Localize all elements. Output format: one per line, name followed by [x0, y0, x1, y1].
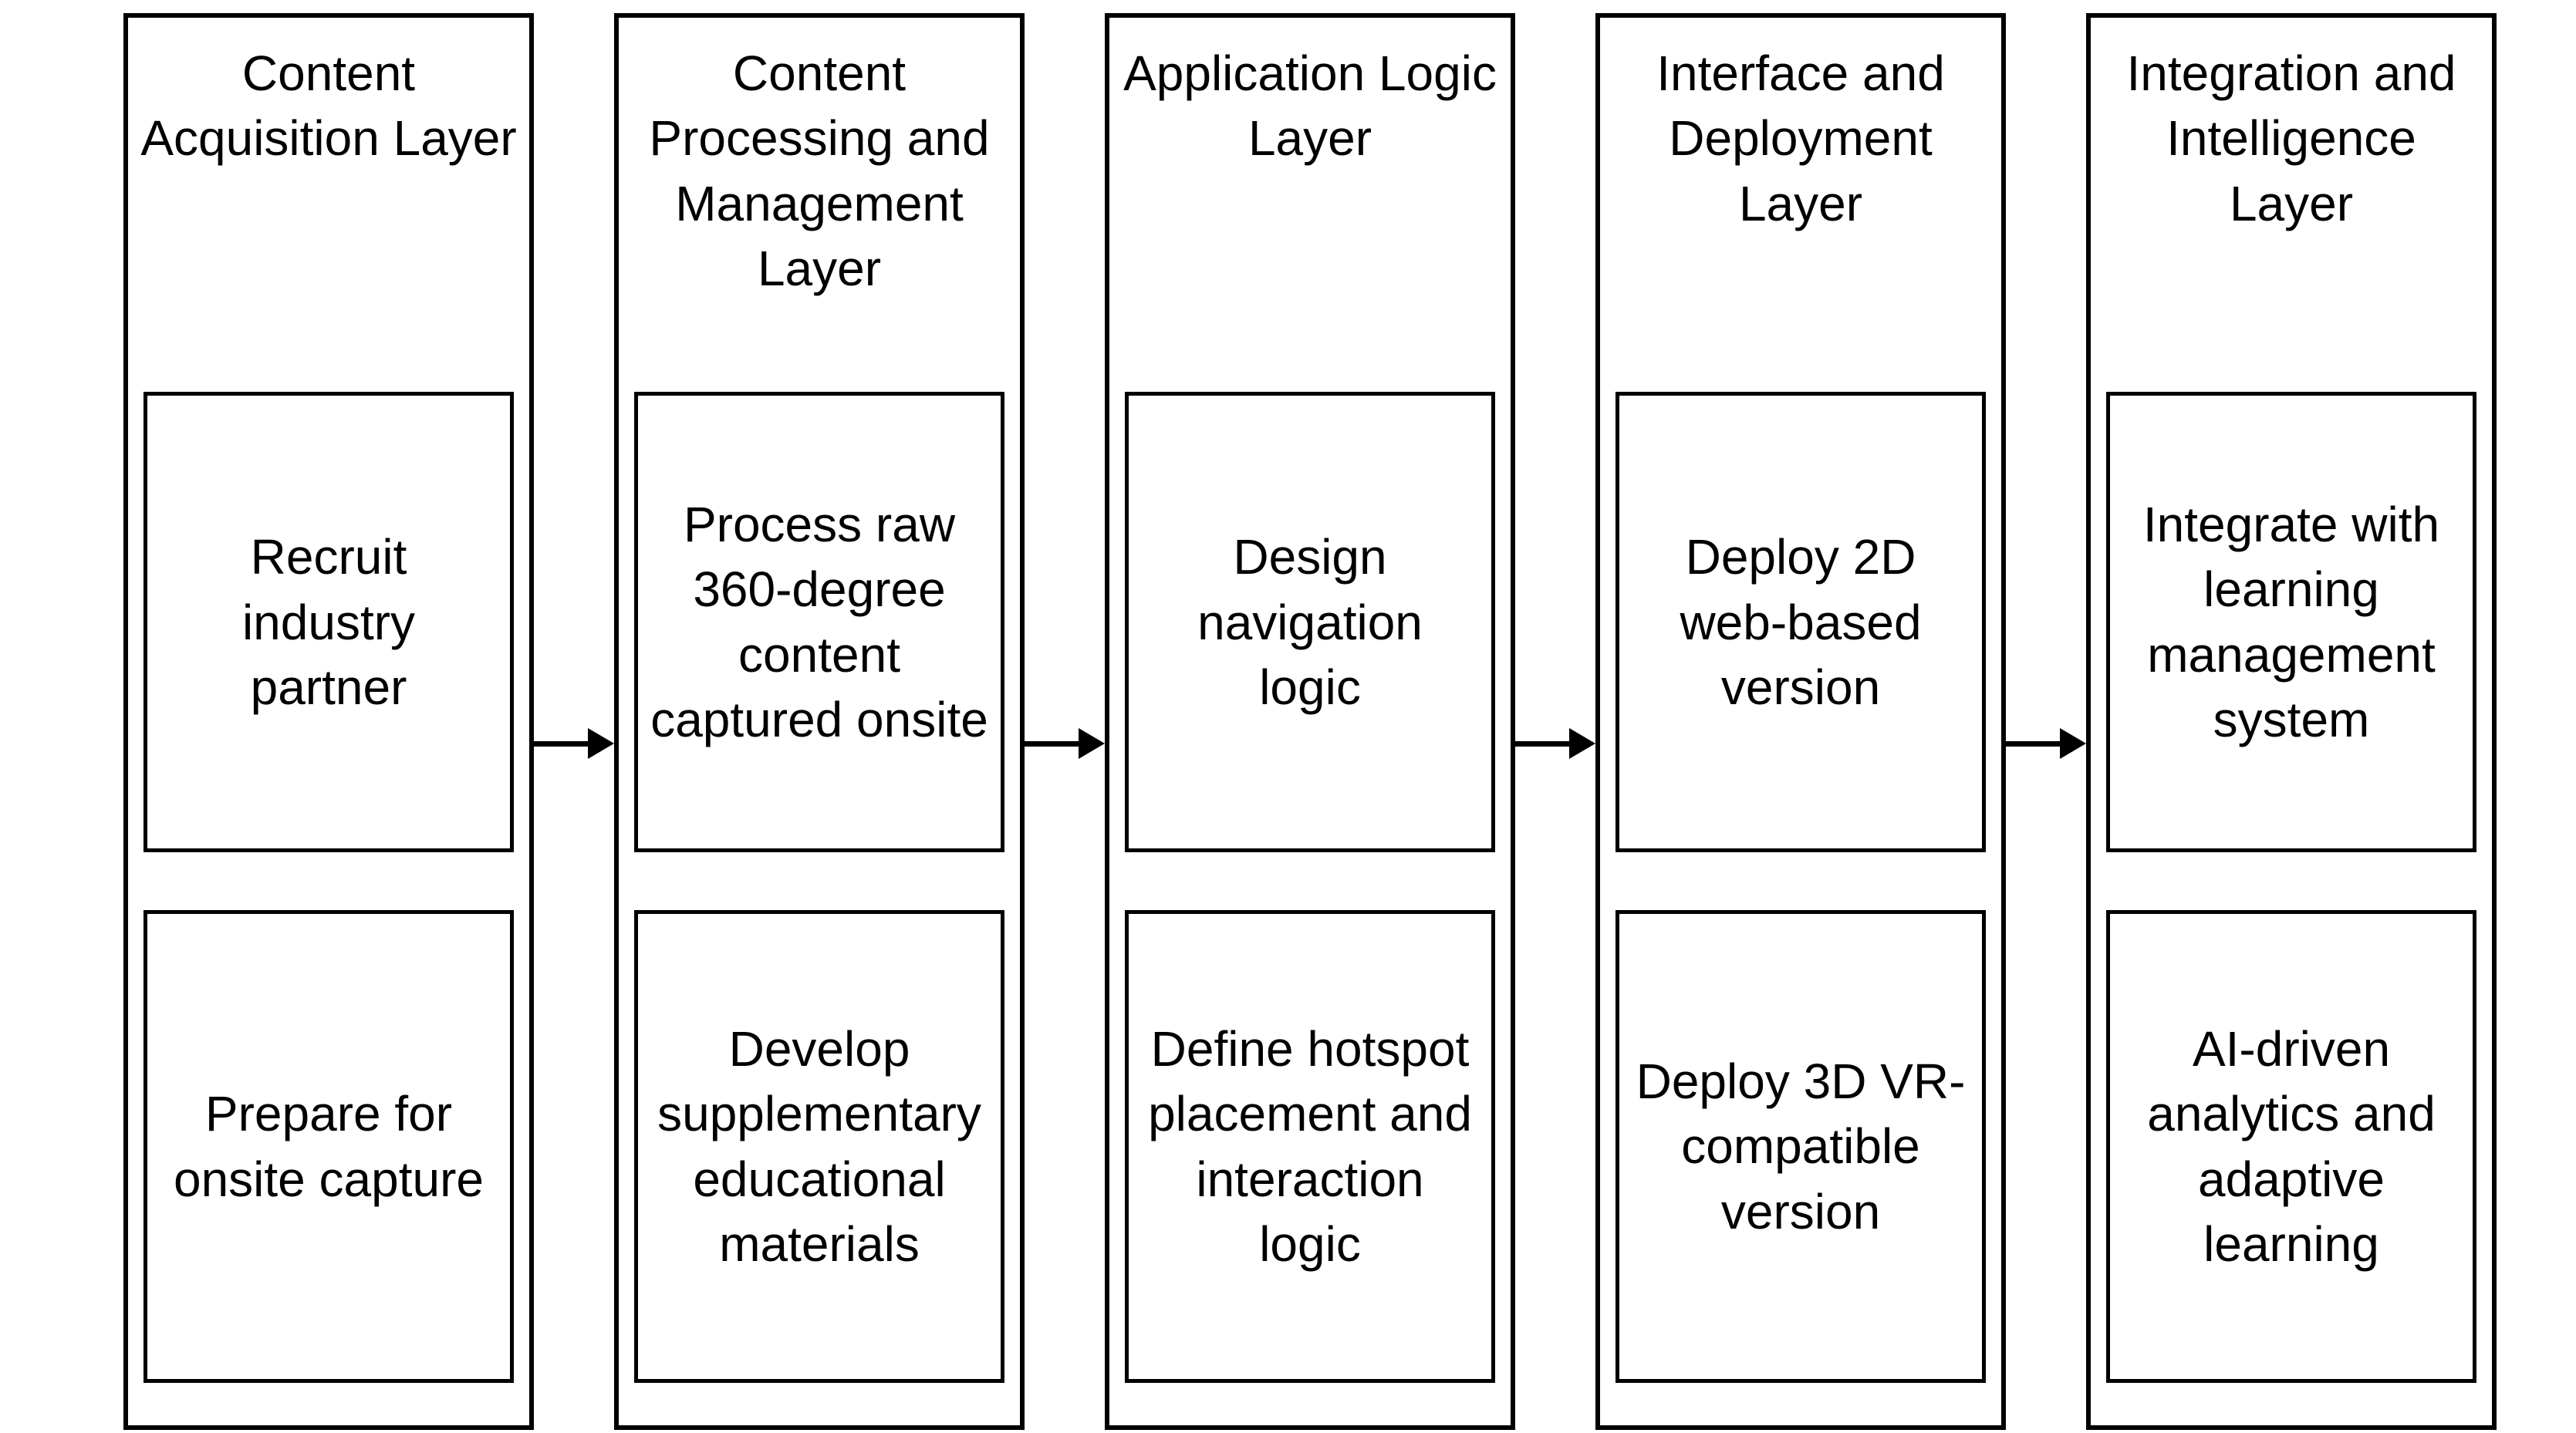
- layer-title: Application Logic Layer: [1123, 46, 1497, 167]
- layer-column-content-processing: Content Processing and Management Layer …: [614, 13, 1025, 1430]
- step-box: Develop supplementary educational materi…: [634, 910, 1004, 1384]
- layer-title: Content Acquisition Layer: [140, 46, 517, 167]
- column-gap: [534, 13, 614, 1430]
- step-label: Deploy 3D VR-compatible version: [1636, 1053, 1966, 1239]
- step-box: Recruit industry partner: [143, 392, 514, 853]
- flow-arrow-icon: [1515, 740, 1569, 747]
- flow-arrow-icon: [534, 740, 588, 747]
- step-label: Prepare for onsite capture: [173, 1086, 484, 1207]
- column-gap: [2006, 13, 2086, 1430]
- step-label: Integrate with learning management syste…: [2142, 496, 2440, 748]
- layer-column-application-logic: Application Logic Layer Design navigatio…: [1105, 13, 1515, 1430]
- step-box: Deploy 2D web-based version: [1615, 392, 1986, 853]
- layer-column-content-acquisition: Content Acquisition Layer Recruit indust…: [123, 13, 534, 1430]
- step-label: Define hotspot placement and interaction…: [1148, 1020, 1472, 1273]
- step-box: Define hotspot placement and interaction…: [1125, 910, 1495, 1384]
- step-label: Develop supplementary educational materi…: [657, 1020, 981, 1273]
- flow-arrow-icon: [1025, 740, 1079, 747]
- step-label: Process raw 360-degree content captured …: [650, 496, 988, 748]
- layer-column-integration-intelligence: Integration and Intelligence Layer Integ…: [2086, 13, 2497, 1430]
- step-label: AI-driven analytics and adaptive learnin…: [2147, 1020, 2436, 1273]
- step-label: Design navigation logic: [1197, 529, 1423, 716]
- step-label: Deploy 2D web-based version: [1680, 529, 1922, 716]
- step-box: Design navigation logic: [1125, 392, 1495, 853]
- step-label: Recruit industry partner: [241, 529, 416, 716]
- layer-title: Interface and Deployment Layer: [1656, 46, 1945, 231]
- column-gap: [1025, 13, 1105, 1430]
- step-box: Process raw 360-degree content captured …: [634, 392, 1004, 853]
- step-box: Deploy 3D VR-compatible version: [1615, 910, 1986, 1384]
- flow-arrow-icon: [2006, 740, 2060, 747]
- step-box: Integrate with learning management syste…: [2106, 392, 2476, 853]
- layer-title: Integration and Intelligence Layer: [2126, 46, 2456, 231]
- layer-column-interface-deployment: Interface and Deployment Layer Deploy 2D…: [1595, 13, 2006, 1430]
- layer-title: Content Processing and Management Layer: [649, 46, 990, 297]
- column-gap: [1515, 13, 1595, 1430]
- step-box: Prepare for onsite capture: [143, 910, 514, 1384]
- step-box: AI-driven analytics and adaptive learnin…: [2106, 910, 2476, 1384]
